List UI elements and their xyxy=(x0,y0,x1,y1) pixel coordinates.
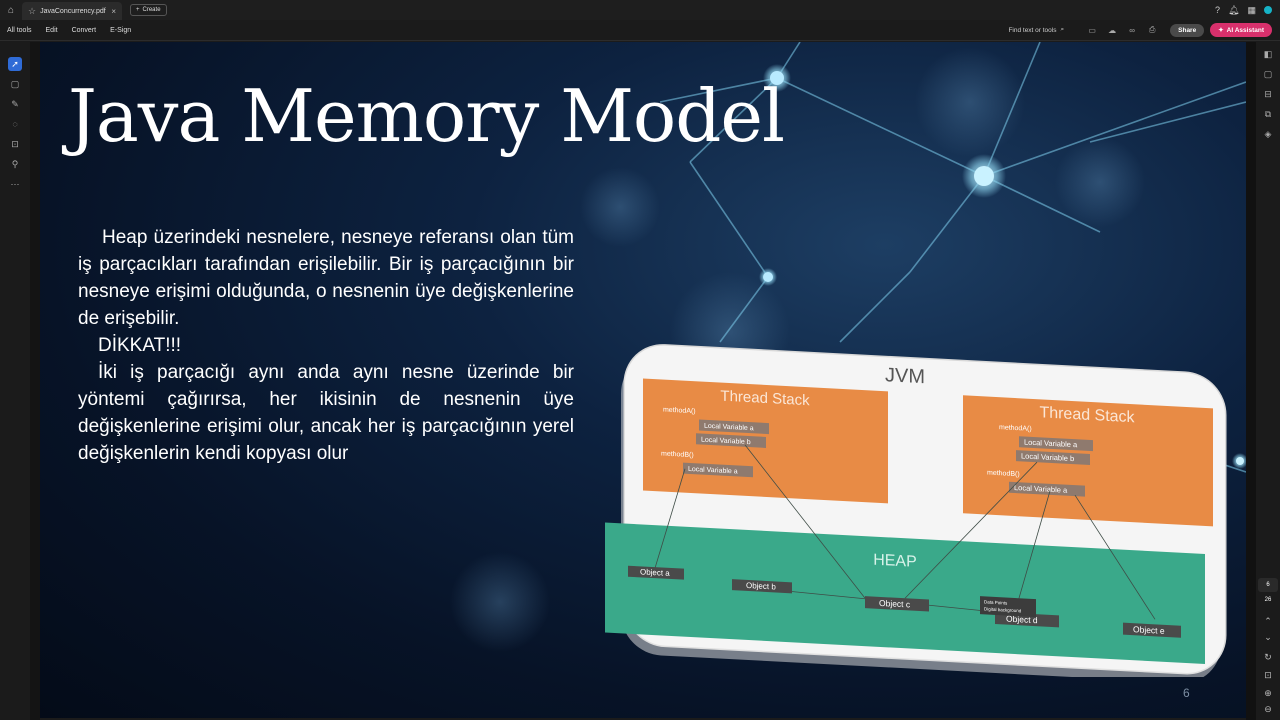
create-label: Create xyxy=(142,7,161,13)
more-tools[interactable]: ⋯ xyxy=(0,174,30,194)
profile-avatar[interactable] xyxy=(1264,6,1272,14)
pages-panel[interactable]: ⧉ xyxy=(1256,104,1280,124)
object-b xyxy=(732,579,792,594)
rotate-icon[interactable]: ↻ xyxy=(1264,652,1272,662)
tablet-icon[interactable]: ▭ xyxy=(1088,25,1096,35)
pen-icon: ✎ xyxy=(11,98,19,109)
vertical-scrollbar[interactable] xyxy=(1246,42,1256,720)
comment-tool[interactable]: ▢ xyxy=(0,74,30,94)
tooltip-line-2: Digital background xyxy=(984,606,1022,613)
layers-icon: ◈ xyxy=(1264,128,1272,139)
sidebar-icon: ◧ xyxy=(1263,48,1273,59)
object-d-label: Object d xyxy=(1006,614,1038,626)
page-up-icon[interactable]: ⌃ xyxy=(1264,616,1272,626)
star-icon[interactable]: ☆ xyxy=(28,5,37,16)
menu-edit[interactable]: Edit xyxy=(45,26,58,34)
ts1-local-b: Local Variable b xyxy=(701,437,751,447)
menu-bar: All tools Edit Convert E-Sign Find text … xyxy=(0,20,1280,41)
help-icon[interactable]: ? xyxy=(1215,5,1221,15)
slide-page-number: 6 xyxy=(1183,686,1190,700)
ai-assistant-button[interactable]: ✦ AI Assistant xyxy=(1210,23,1272,37)
zoom-out-icon[interactable]: ⊖ xyxy=(1264,704,1272,714)
fit-page-icon[interactable]: ⊡ xyxy=(1264,670,1272,680)
find-tools[interactable]: Find text or tools ⌕ xyxy=(1008,26,1064,34)
create-button[interactable]: + Create xyxy=(130,4,167,16)
ts2-method-a: methodA() xyxy=(999,424,1032,433)
ts1-method-a: methodA() xyxy=(663,407,696,416)
stamp-tool[interactable]: ⚲ xyxy=(0,154,30,174)
ts1-method-b: methodB() xyxy=(661,450,694,459)
select-tool[interactable]: ➚ xyxy=(0,54,30,74)
page-down-icon[interactable]: ⌄ xyxy=(1264,632,1272,642)
upload-icon[interactable]: ☁ xyxy=(1108,25,1117,35)
zoom-in-icon[interactable]: ⊕ xyxy=(1264,688,1272,698)
page-total: 26 xyxy=(1264,597,1272,603)
tooltip xyxy=(980,596,1036,618)
comments-panel[interactable]: ▢ xyxy=(1256,64,1280,84)
menu-all-tools[interactable]: All tools xyxy=(7,26,32,34)
slide-title: Java Memory Model xyxy=(68,74,785,158)
find-label: Find text or tools xyxy=(1008,26,1057,34)
search-icon: ⌕ xyxy=(1060,26,1065,33)
comment-icon: ▢ xyxy=(10,78,20,89)
bell-icon[interactable]: 🔔︎ xyxy=(1228,4,1240,15)
object-b-label: Object b xyxy=(746,581,776,592)
left-toolbar: ➚ ▢ ✎ ◌ ⊡ ⚲ ⋯ xyxy=(0,42,30,720)
bookmarks-panel[interactable]: ⊟ xyxy=(1256,84,1280,104)
link-icon[interactable]: ∞ xyxy=(1129,25,1135,35)
thread-stack-2-title: Thread Stack xyxy=(1039,404,1135,426)
layers-panel[interactable]: ◈ xyxy=(1256,124,1280,144)
print-icon[interactable]: ⎙ xyxy=(1148,25,1156,34)
heap-area xyxy=(605,522,1205,664)
tab-bar: ⌂ ☆ JavaConcurrency.pdf × + Create ? 🔔︎ … xyxy=(0,0,1280,20)
tab-label: JavaConcurrency.pdf xyxy=(40,7,106,15)
draw-tool[interactable]: ✎ xyxy=(0,94,30,114)
ai-label: AI Assistant xyxy=(1226,26,1264,34)
tooltip-line-1: Data Points xyxy=(984,599,1008,605)
text-tool[interactable]: ⊡ xyxy=(0,134,30,154)
thread-stack-1-title: Thread Stack xyxy=(720,388,810,410)
home-icon[interactable]: ⌂ xyxy=(7,4,15,16)
lasso-tool[interactable]: ◌ xyxy=(0,114,30,134)
ts2-method-b: methodB() xyxy=(987,470,1020,479)
paragraph-heap: Heap üzerindeki nesnelere, nesneye refer… xyxy=(78,227,574,329)
more-icon: ⋯ xyxy=(10,178,20,189)
slide: Java Memory Model Heap üzerindeki nesnel… xyxy=(40,42,1246,718)
page-current[interactable]: 6 xyxy=(1258,578,1278,592)
object-c-label: Object c xyxy=(879,598,911,610)
tab-document[interactable]: ☆ JavaConcurrency.pdf × xyxy=(22,2,122,20)
object-a xyxy=(628,565,684,580)
object-e xyxy=(1123,622,1181,638)
ts1-local-a2: Local Variable a xyxy=(688,466,738,476)
object-c xyxy=(865,596,929,612)
paragraph-threads: İki iş parçacığı aynı anda aynı nesne üz… xyxy=(78,362,574,464)
menu-convert[interactable]: Convert xyxy=(71,26,97,34)
ts2-local-b: Local Variable b xyxy=(1021,451,1074,463)
right-panel: ◧ ▢ ⊟ ⧉ ◈ 6 26 ⌃ ⌄ ↻ ⊡ ⊕ ⊖ xyxy=(1256,42,1280,720)
plus-icon: + xyxy=(136,7,140,13)
panel-toggle[interactable]: ◧ xyxy=(1256,44,1280,64)
paragraph-warning: DİKKAT!!! xyxy=(98,335,182,356)
ts1-local-a: Local Variable a xyxy=(704,423,754,433)
object-a-label: Object a xyxy=(640,567,670,578)
ts2-local-a2: Local Variable a xyxy=(1014,483,1068,495)
jvm-diagram: JVM Thread Stack methodA() Local Variabl… xyxy=(605,344,1227,677)
ai-icon: ✦ xyxy=(1218,27,1224,34)
share-button[interactable]: Share xyxy=(1170,23,1205,37)
comment-icon: ▢ xyxy=(1263,68,1273,79)
bookmark-icon: ⊟ xyxy=(1264,88,1272,99)
object-e-label: Object e xyxy=(1133,624,1165,636)
cursor-icon: ➚ xyxy=(8,57,22,71)
text-box-icon: ⊡ xyxy=(11,138,19,149)
pages-icon: ⧉ xyxy=(1264,108,1272,119)
heap-label: HEAP xyxy=(873,552,917,571)
jvm-label: JVM xyxy=(885,364,925,388)
lasso-icon: ◌ xyxy=(12,119,18,129)
left-divider xyxy=(30,42,40,720)
close-icon[interactable]: × xyxy=(111,6,116,16)
menu-e-sign[interactable]: E-Sign xyxy=(110,26,132,34)
ts2-local-a: Local Variable a xyxy=(1024,437,1078,449)
stamp-icon: ⚲ xyxy=(11,158,19,169)
apps-grid-icon[interactable]: ▦ xyxy=(1247,4,1256,15)
